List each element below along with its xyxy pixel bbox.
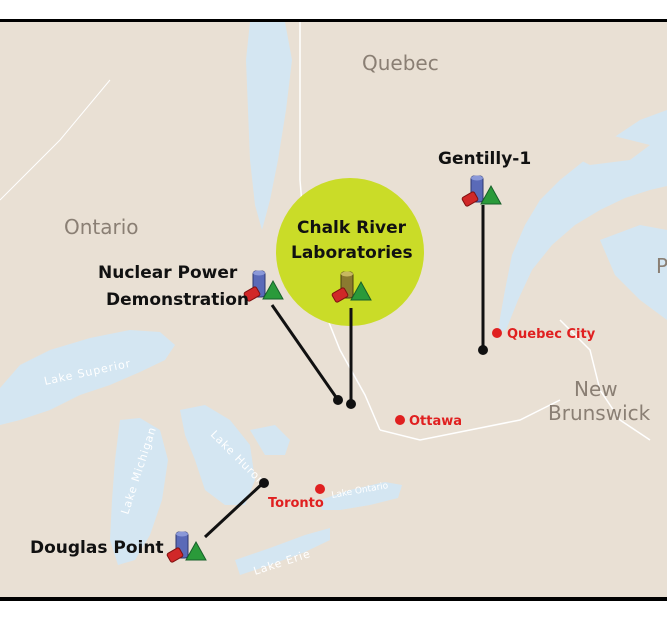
james-bay <box>246 22 292 230</box>
pointer-lines <box>203 205 485 539</box>
city-marker-ottawa <box>395 415 405 425</box>
city-marker-toronto <box>315 484 325 494</box>
endpoint-gentilly <box>478 345 488 355</box>
endpoint-npd <box>333 395 343 405</box>
site-label-gentilly: Gentilly-1 <box>438 149 531 169</box>
site-label-npd-2: Demonstration <box>106 290 249 310</box>
endpoint-douglas <box>259 478 269 488</box>
site-label-npd-1: Nuclear Power <box>98 263 238 283</box>
region-quebec: Quebec <box>362 51 439 75</box>
region-ontario: Ontario <box>64 215 139 239</box>
site-label-douglas: Douglas Point <box>30 538 164 558</box>
region-new: New <box>574 377 618 401</box>
city-label-quebec-city: Quebec City <box>507 327 596 342</box>
border-intl <box>379 399 561 441</box>
lake-erie-shape <box>235 528 330 575</box>
lake-michigan-shape <box>110 418 168 565</box>
city-marker-quebec-city <box>492 328 502 338</box>
georgian-bay <box>250 425 290 455</box>
lake-huron-shape <box>180 405 255 505</box>
site-label-chalk-river-2: Laboratories <box>291 243 413 263</box>
city-label-ottawa: Ottawa <box>409 414 462 429</box>
border-nb <box>559 319 651 441</box>
border-west <box>0 79 111 201</box>
region-cut-label: P <box>656 254 667 278</box>
lake-superior-shape <box>0 330 175 425</box>
st-lawrence <box>498 110 667 332</box>
site-label-chalk-river-1: Chalk River <box>297 218 407 238</box>
chalk-river-highlight <box>276 178 424 326</box>
pointer-endpoints <box>259 345 488 488</box>
endpoint-chalk-river <box>346 399 356 409</box>
pointer-douglas <box>203 482 264 539</box>
frame-top <box>0 19 667 22</box>
pointer-npd <box>270 304 340 401</box>
region-brunswick: Brunswick <box>548 401 651 425</box>
gulf-islands <box>560 135 650 165</box>
lake-ontario-shape <box>320 482 402 510</box>
frame-bottom <box>0 597 667 601</box>
gaspe-water <box>600 225 667 320</box>
city-label-toronto: Toronto <box>268 496 324 511</box>
land-south <box>230 420 667 598</box>
